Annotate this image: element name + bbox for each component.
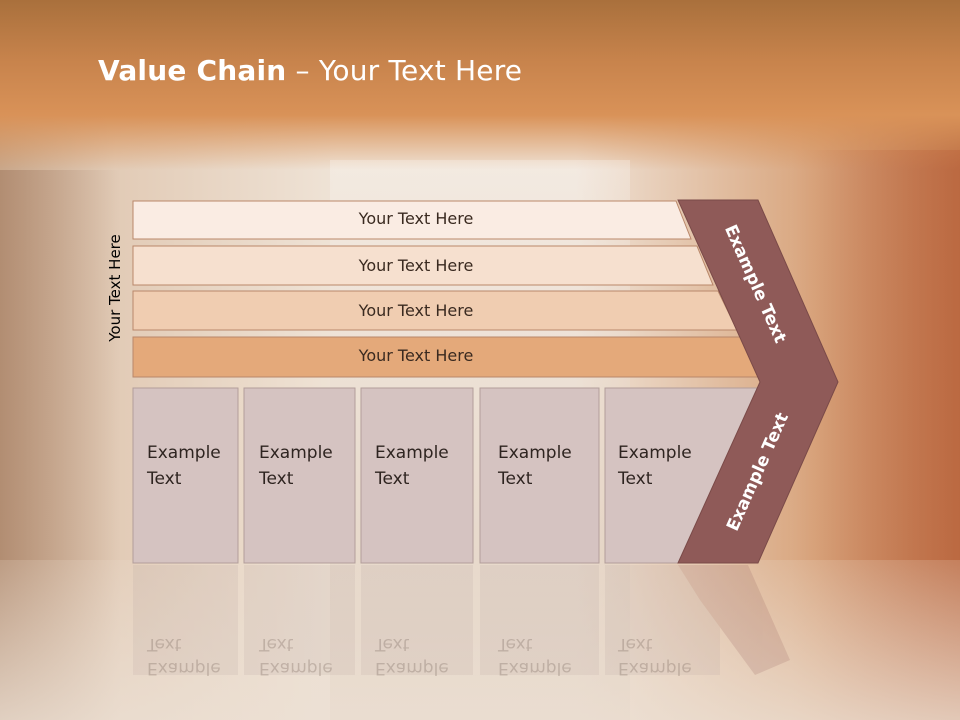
title-bold-part: Value Chain <box>98 54 287 87</box>
box-label-3-line1: Example <box>375 443 449 463</box>
box-label-1-reflection: Example Text <box>147 632 221 680</box>
reflection-line1: Example <box>375 658 449 678</box>
reflection-line2: Text <box>375 634 410 654</box>
box-label-2: Example Text <box>259 440 333 492</box>
reflection-line2: Text <box>147 634 182 654</box>
box-label-4: Example Text <box>498 440 572 492</box>
box-label-1-line2: Text <box>147 469 182 489</box>
box-label-3-line2: Text <box>375 469 410 489</box>
row-label-2: Your Text Here <box>358 256 474 275</box>
box-reflection <box>244 565 355 675</box>
box-1 <box>132 387 239 564</box>
box-label-5-line1: Example <box>618 443 692 463</box>
row-label-1: Your Text Here <box>358 209 474 228</box>
box-2 <box>243 387 356 564</box>
chevron-reflection <box>678 565 790 675</box>
box-4 <box>479 387 600 564</box>
box-reflection <box>605 565 720 675</box>
box-label-2-line1: Example <box>259 443 333 463</box>
reflection-line1: Example <box>498 658 572 678</box>
reflection-line2: Text <box>259 634 294 654</box>
reflection-group <box>133 565 790 675</box>
box-3 <box>360 387 474 564</box>
reflection-line2: Text <box>498 634 533 654</box>
reflection-line2: Text <box>618 634 653 654</box>
box-label-3-reflection: Example Text <box>375 632 449 680</box>
box-label-5-line2: Text <box>618 469 653 489</box>
value-chevron <box>677 199 839 564</box>
box-label-2-reflection: Example Text <box>259 632 333 680</box>
box-label-3: Example Text <box>375 440 449 492</box>
box-label-2-line2: Text <box>259 469 294 489</box>
box-label-4-line2: Text <box>498 469 533 489</box>
box-label-4-line1: Example <box>498 443 572 463</box>
box-label-5: Example Text <box>618 440 692 492</box>
slide-title: Value Chain – Your Text Here <box>98 54 522 87</box>
box-label-1-line1: Example <box>147 443 221 463</box>
box-label-5-reflection: Example Text <box>618 632 692 680</box>
reflection-line1: Example <box>147 658 221 678</box>
box-reflection <box>361 565 473 675</box>
title-rest-part: – Your Text Here <box>286 54 523 87</box>
box-label-4-reflection: Example Text <box>498 632 572 680</box>
row-band-1 <box>132 200 692 240</box>
background-fade <box>0 560 960 720</box>
reflection-line1: Example <box>618 658 692 678</box>
row-label-4: Your Text Here <box>358 346 474 365</box>
box-reflection <box>133 565 238 675</box>
box-label-1: Example Text <box>147 440 221 492</box>
row-label-3: Your Text Here <box>358 301 474 320</box>
row-band-2 <box>132 245 714 286</box>
box-reflection <box>480 565 599 675</box>
reflection-line1: Example <box>259 658 333 678</box>
